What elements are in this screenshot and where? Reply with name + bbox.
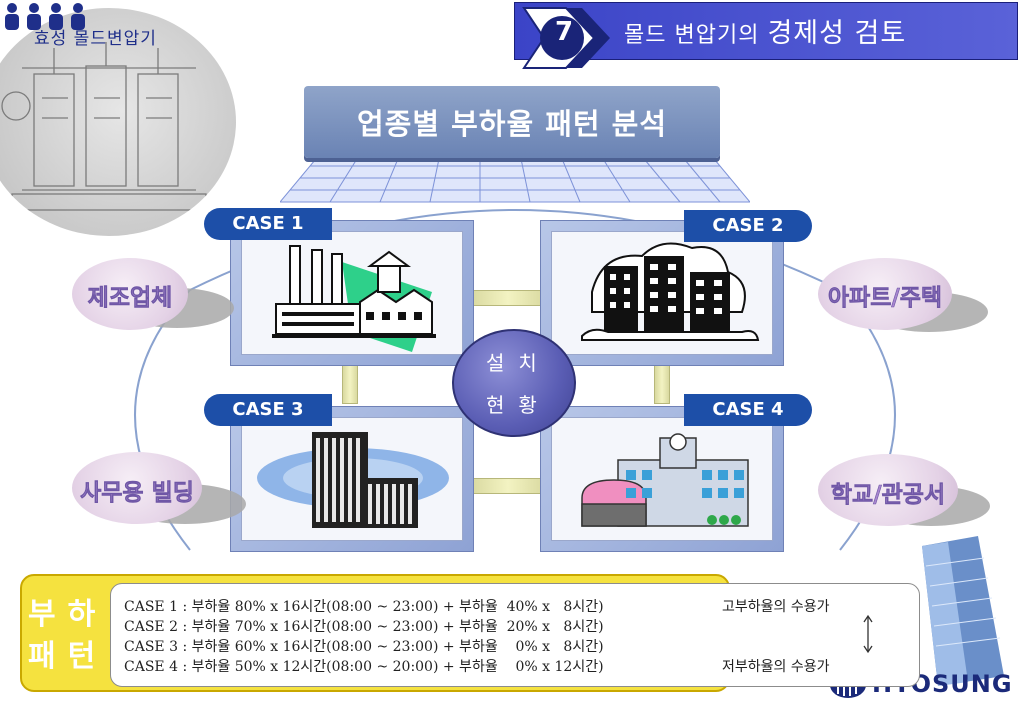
double-arrow-icon xyxy=(863,614,873,654)
perspective-grid xyxy=(280,153,750,203)
sector-label-school: 학교/관공서 xyxy=(830,482,946,509)
hyosung-tower-icon xyxy=(922,536,1004,686)
pattern-line-case-4: CASE 4 : 부하율 50% x 12시간(08:00 ~ 20:00) +… xyxy=(124,659,604,675)
load-pattern-label-top: 부하 xyxy=(28,597,108,632)
sector-oval-school xyxy=(818,454,958,526)
pattern-line-case-2: CASE 2 : 부하율 70% x 16시간(08:00 ~ 23:00) +… xyxy=(124,619,604,635)
case-2-illustration-area xyxy=(551,231,773,355)
sector-label-apartment: 아파트/주택 xyxy=(827,285,943,312)
header-title-emphasis: 경제성 검토 xyxy=(767,18,907,49)
case-3-illustration-area xyxy=(241,417,463,541)
case-1-tab: CASE 1 xyxy=(204,208,332,240)
apartment-buildings-icon xyxy=(581,242,760,341)
header-title: 몰드 변압기의 경제성 검토 xyxy=(624,11,906,50)
hyosung-people-logo-icon xyxy=(5,3,85,30)
case-2-tab: CASE 2 xyxy=(684,210,812,242)
office-building-icon xyxy=(257,432,449,528)
sector-oval-office xyxy=(72,452,202,524)
load-pattern-detail xyxy=(110,583,920,687)
case-3-tab: CASE 3 xyxy=(204,394,332,426)
factory-icon xyxy=(272,245,436,352)
load-pattern-label: 부하 패턴 xyxy=(28,594,108,678)
case-1-panel xyxy=(230,220,474,366)
case-4-illustration-area xyxy=(551,417,773,541)
school-icon xyxy=(581,433,749,527)
install-status-circle: 설치 현황 xyxy=(452,329,576,437)
note-high-load: 고부하율의 수용가 xyxy=(722,599,830,615)
sector-oval-apartment xyxy=(818,258,952,330)
connector-bottom xyxy=(470,478,546,494)
slide-number: 7 xyxy=(554,17,574,47)
pattern-line-case-3: CASE 3 : 부하율 60% x 16시간(08:00 ~ 23:00) +… xyxy=(124,639,604,655)
note-low-load: 저부하율의 수용가 xyxy=(722,659,830,675)
connector-left xyxy=(342,362,358,404)
brand-subtitle: 효성 몰드변압기 xyxy=(34,29,157,49)
main-title: 업종별 부하율 패턴 분석 xyxy=(356,107,668,141)
sector-oval-manufacturing xyxy=(72,258,188,330)
main-title-box xyxy=(304,86,720,158)
sector-label-office: 사무용 빌딩 xyxy=(80,480,194,507)
install-line-1: 설치 xyxy=(486,351,551,375)
sector-label-manufacturing: 제조업체 xyxy=(87,285,173,312)
connector-right xyxy=(654,362,670,404)
transformer-photo xyxy=(0,8,236,236)
transformer-drawing xyxy=(1,42,207,211)
case-2-panel xyxy=(540,220,784,366)
case-4-panel xyxy=(540,406,784,552)
connector-top xyxy=(470,290,546,306)
pattern-line-case-1: CASE 1 : 부하율 80% x 16시간(08:00 ~ 23:00) +… xyxy=(124,599,604,615)
slide-number-badge xyxy=(522,7,610,69)
header-title-prefix: 몰드 변압기의 xyxy=(624,23,768,48)
case-3-panel xyxy=(230,406,474,552)
case-4-tab: CASE 4 xyxy=(684,394,812,426)
install-line-2: 현황 xyxy=(486,393,551,417)
load-pattern-label-bottom: 패턴 xyxy=(28,639,108,674)
case-1-illustration-area xyxy=(241,231,463,355)
